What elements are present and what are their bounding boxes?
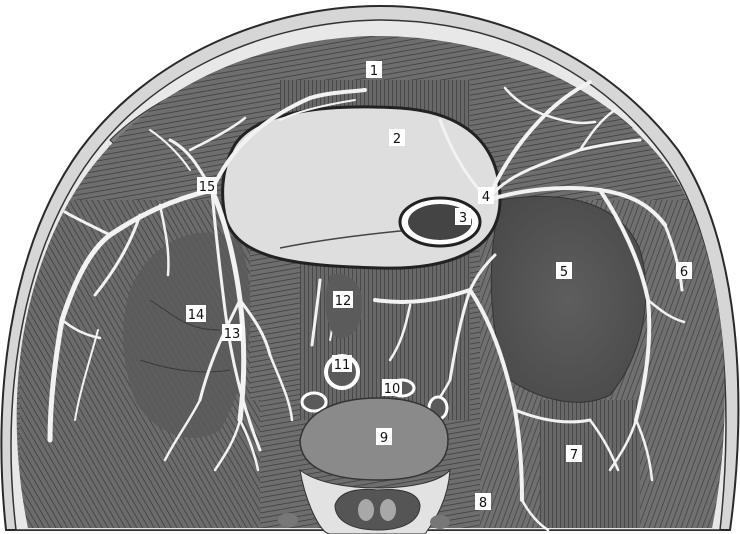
- svg-text:12: 12: [335, 294, 352, 309]
- svg-text:9: 9: [380, 431, 388, 446]
- svg-text:4: 4: [482, 190, 490, 205]
- vertebral-body-9: [300, 398, 448, 480]
- label-12: 12: [333, 291, 353, 309]
- label-9: 9: [376, 428, 392, 446]
- label-3: 3: [455, 208, 471, 226]
- svg-text:2: 2: [393, 132, 401, 147]
- label-14: 14: [186, 305, 206, 323]
- svg-text:15: 15: [199, 180, 216, 195]
- label-5: 5: [556, 262, 572, 280]
- spinal-canal: [335, 489, 420, 530]
- process-left: [278, 513, 298, 527]
- process-right: [430, 515, 450, 529]
- svg-text:6: 6: [680, 265, 688, 280]
- svg-text:10: 10: [384, 382, 401, 397]
- label-4: 4: [478, 187, 494, 205]
- vessel-small-left: [302, 393, 326, 411]
- cord-right: [380, 499, 396, 521]
- label-10: 10: [382, 379, 402, 397]
- svg-text:13: 13: [224, 327, 241, 342]
- svg-text:8: 8: [479, 496, 487, 511]
- label-8: 8: [475, 493, 491, 511]
- label-11: 11: [332, 355, 352, 373]
- label-13: 13: [222, 324, 242, 342]
- svg-text:1: 1: [370, 64, 378, 79]
- svg-text:11: 11: [334, 358, 351, 373]
- svg-text:7: 7: [570, 448, 578, 463]
- label-2: 2: [389, 129, 405, 147]
- svg-text:14: 14: [188, 308, 205, 323]
- label-15: 15: [197, 177, 217, 195]
- label-7: 7: [566, 445, 582, 463]
- label-1: 1: [366, 61, 382, 79]
- svg-text:3: 3: [459, 211, 467, 226]
- svg-text:5: 5: [560, 265, 568, 280]
- label-6: 6: [676, 262, 692, 280]
- cord-left: [358, 499, 374, 521]
